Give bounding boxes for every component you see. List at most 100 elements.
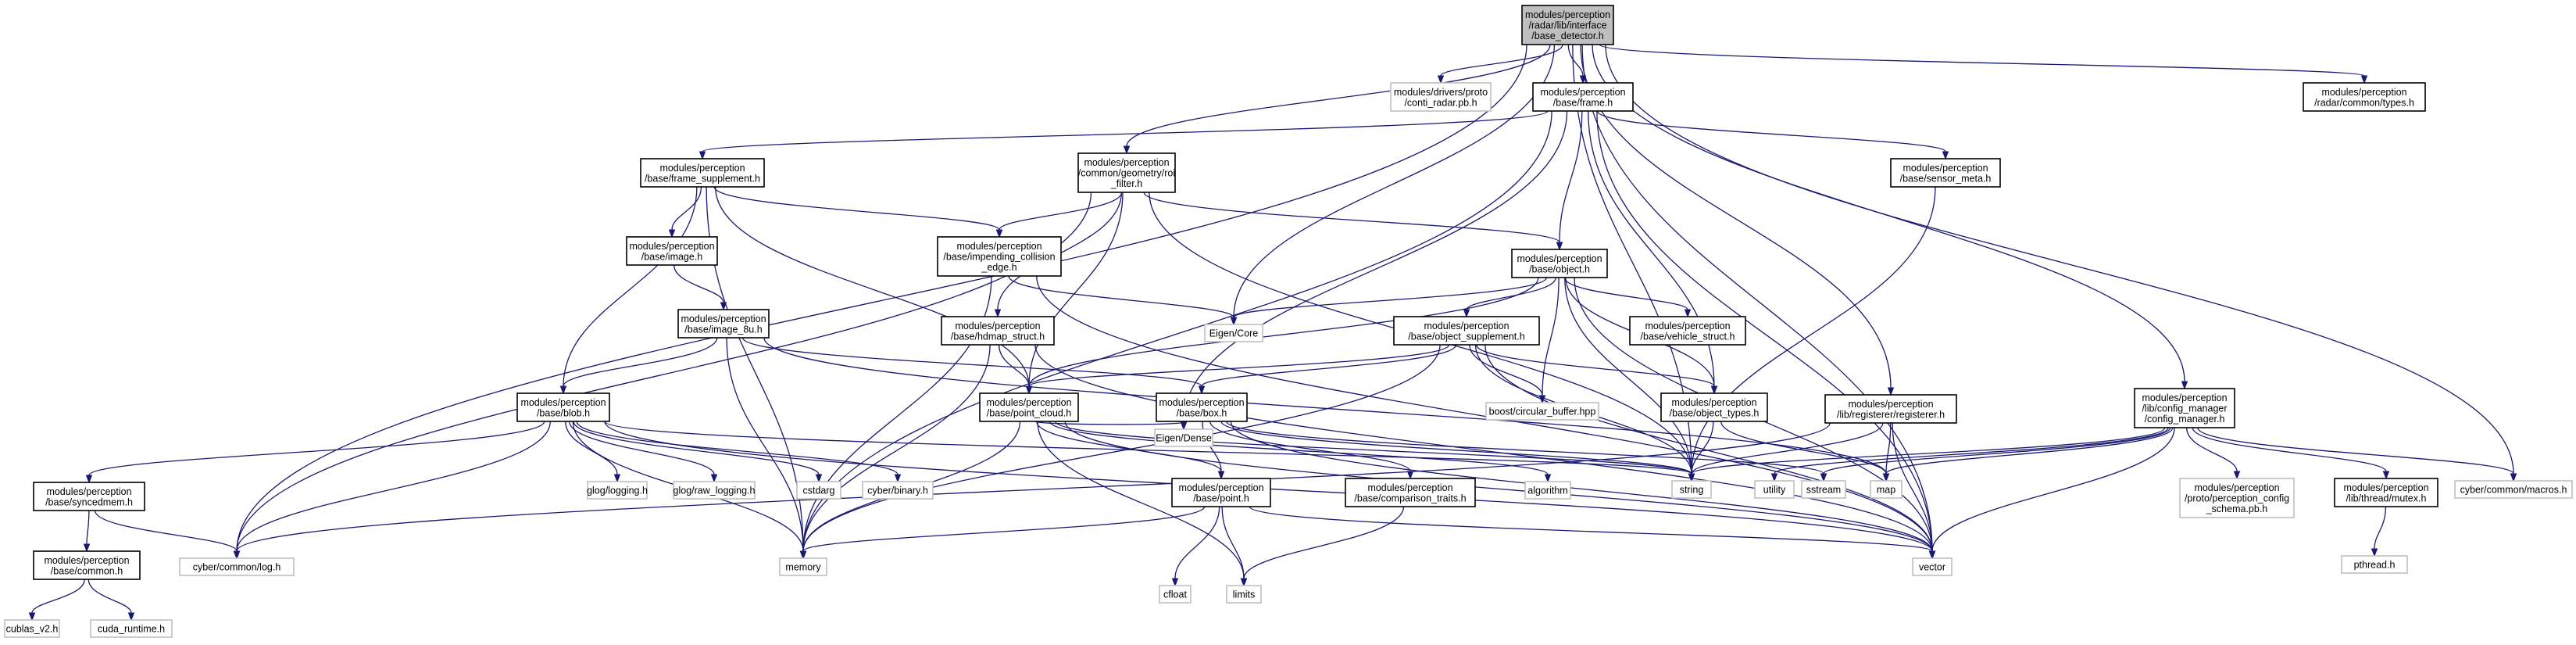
- edge-arrowhead: [2510, 473, 2517, 482]
- node-box[interactable]: modules/perception/base/box.h: [1156, 392, 1248, 422]
- node-label-line: modules/perception: [956, 241, 1041, 252]
- edge-config-mgr-to-map: [1882, 427, 2174, 482]
- edge-line: [673, 264, 724, 303]
- node-box: [2341, 555, 2408, 574]
- node-objtypes[interactable]: modules/perception/base/object_types.h: [1660, 392, 1768, 422]
- node-label-line: /base/comparison_traits.h: [1354, 493, 1466, 503]
- node-label-line: /config_manager.h: [2145, 414, 2225, 425]
- node-common[interactable]: modules/perception/base/common.h: [33, 550, 141, 580]
- edge-line: [1559, 110, 1583, 243]
- node-comparison[interactable]: modules/perception/base/comparison_trait…: [1345, 478, 1476, 507]
- edge-mutex-to-pthread: [2371, 506, 2387, 557]
- node-sensor-meta[interactable]: modules/perception/base/sensor_meta.h: [1890, 158, 2001, 188]
- edge-point-cloud-to-algorithm: [1049, 421, 1552, 483]
- node-label-line: Eigen/Dense: [1156, 433, 1212, 444]
- node-label-line: modules/drivers/proto: [1394, 87, 1488, 98]
- edge-point-cloud-to-eigendense: [1034, 421, 1188, 431]
- node-label-line: _filter.h: [1110, 178, 1142, 189]
- edge-line: [576, 421, 899, 475]
- edge-arrowhead: [1406, 471, 1414, 480]
- node-box: [941, 316, 1055, 346]
- edge-object-to-obj-supp: [1463, 277, 1556, 318]
- node-mutex[interactable]: modules/perception/lib/thread/mutex.h: [2334, 478, 2438, 507]
- node-label-line: _edge.h: [981, 262, 1016, 273]
- node-box: [1660, 392, 1768, 422]
- node-eigendense: Eigen/Dense: [1154, 428, 1213, 447]
- node-blob[interactable]: modules/perception/base/blob.h: [516, 392, 610, 422]
- node-radartypes[interactable]: modules/perception/radar/common/types.h: [2303, 82, 2426, 112]
- edge-line: [702, 110, 1549, 152]
- edge-line: [998, 344, 1030, 387]
- node-label-line: modules/perception: [2194, 482, 2279, 493]
- edge-arrowhead: [894, 474, 902, 483]
- edge-line: [88, 579, 132, 614]
- node-label-line: cstdarg: [803, 486, 835, 496]
- edge-line: [1221, 506, 1245, 579]
- node-hdmap[interactable]: modules/perception/base/hdmap_struct.h: [941, 316, 1055, 346]
- edge-arrowhead: [1942, 151, 1949, 160]
- node-box: [1754, 480, 1795, 499]
- node-box: [640, 158, 765, 188]
- edge-line: [1209, 421, 1411, 472]
- edge-line: [999, 192, 1123, 231]
- edge-syncedmem-to-common: [83, 510, 91, 553]
- node-box: [1912, 557, 1953, 576]
- edge-obj-supp-to-memory: [799, 344, 1441, 560]
- node-roi[interactable]: modules/perception/common/geometry/roi_f…: [1077, 152, 1176, 193]
- edge-line: [1691, 186, 1936, 475]
- node-label-line: cyber/common/macros.h: [2460, 485, 2567, 496]
- edge-line: [88, 421, 545, 476]
- node-box: [1159, 585, 1192, 604]
- node-pthread: pthread.h: [2341, 555, 2408, 574]
- node-label-line: algorithm: [1527, 486, 1567, 496]
- node-syncedmem[interactable]: modules/perception/base/syncedmem.h: [33, 482, 145, 511]
- edge-line: [1605, 44, 2514, 475]
- edge-line: [1183, 110, 1568, 423]
- node-vehicle[interactable]: modules/perception/base/vehicle_struct.h: [1629, 316, 1746, 346]
- node-label-line: Eigen/Core: [1209, 328, 1259, 339]
- node-obj-supp[interactable]: modules/perception/base/object_supplemen…: [1393, 316, 1540, 346]
- edge-arrowhead: [1928, 550, 1936, 560]
- node-utility: utility: [1754, 480, 1795, 499]
- node-label-line: /conti_radar.pb.h: [1404, 97, 1477, 108]
- edge-object-to-boost: [1538, 277, 1560, 404]
- node-label-line: vector: [1919, 562, 1945, 573]
- edge-line: [1036, 421, 1222, 472]
- node-label-line: modules/perception: [1540, 87, 1625, 98]
- node-box: [1521, 5, 1614, 45]
- node-label-line: cyber/common/log.h: [193, 562, 281, 573]
- edge-line: [1008, 275, 1234, 318]
- edge-line: [604, 421, 1692, 475]
- edge-frame-to-frame-supp: [698, 110, 1549, 160]
- edge-object-to-vehicle: [1563, 277, 1692, 318]
- node-point[interactable]: modules/perception/base/point.h: [1171, 478, 1271, 507]
- edge-arrowhead: [1684, 309, 1692, 318]
- edge-line: [1049, 421, 1549, 475]
- node-eigencore: Eigen/Core: [1204, 324, 1263, 342]
- node-label-line: utility: [1763, 485, 1786, 496]
- node-box: [1077, 152, 1176, 193]
- node-impending[interactable]: modules/perception/base/impending_collis…: [937, 236, 1062, 277]
- node-label-line: modules/perception: [2142, 392, 2227, 403]
- node-registerer[interactable]: modules/perception/lib/registerer/regist…: [1824, 394, 1957, 424]
- edge-frame-to-sensor-meta: [1596, 110, 1949, 160]
- node-label-line: /base/point_cloud.h: [987, 407, 1071, 418]
- node-box: [979, 392, 1079, 422]
- edge-frame-supp-to-blob: [559, 186, 698, 395]
- edge-line: [236, 422, 1831, 552]
- node-image8u[interactable]: modules/perception/base/image_8u.h: [677, 309, 770, 339]
- edge-line: [1249, 506, 1933, 552]
- node-object[interactable]: modules/perception/base/object.h: [1511, 249, 1608, 278]
- node-config-mgr[interactable]: modules/perception/lib/config_manager/co…: [2134, 388, 2235, 428]
- node-point-cloud[interactable]: modules/perception/base/point_cloud.h: [979, 392, 1079, 422]
- node-frame-supp[interactable]: modules/perception/base/frame_supplement…: [640, 158, 765, 188]
- node-label-line: /base/frame.h: [1553, 97, 1613, 108]
- node-image[interactable]: modules/perception/base/image.h: [626, 236, 718, 266]
- node-frame[interactable]: modules/perception/base/frame.h: [1532, 82, 1634, 112]
- edge-line: [726, 337, 804, 552]
- node-rawlog: glog/raw_logging.h: [673, 481, 756, 500]
- edge-line: [1202, 421, 1222, 472]
- node-label-line: memory: [785, 562, 821, 573]
- edge-line: [1774, 427, 2169, 475]
- edge-blob-to-glog: [565, 421, 621, 483]
